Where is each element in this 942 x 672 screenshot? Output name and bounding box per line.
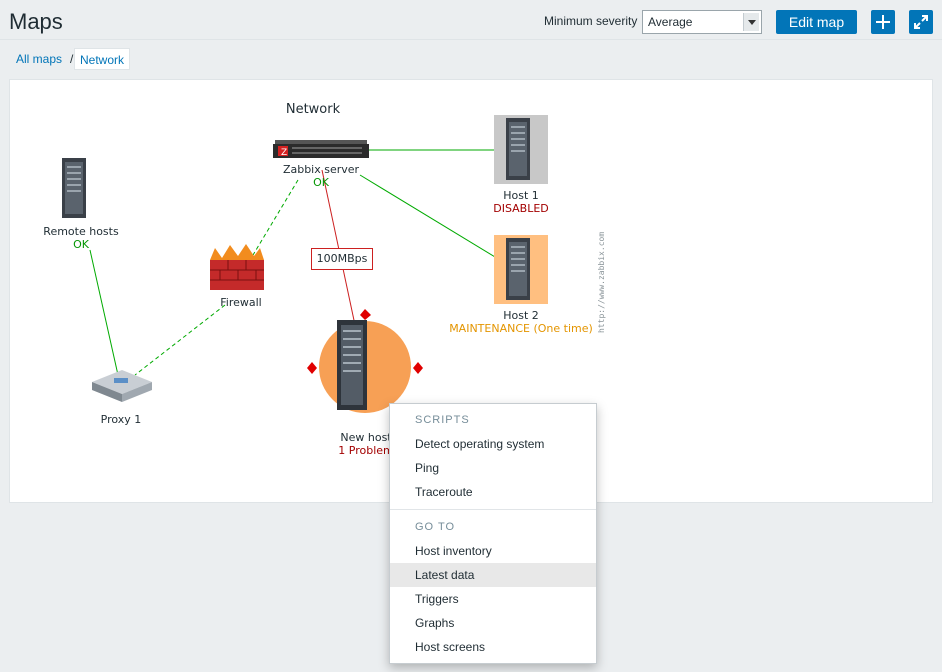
proxy-switch-icon xyxy=(92,370,152,402)
fullscreen-button[interactable] xyxy=(909,10,933,34)
page-header: Maps Minimum severity Average Edit map xyxy=(0,0,942,40)
new-host-status: 1 Problem xyxy=(338,444,394,457)
firewall-icon xyxy=(210,244,264,290)
zabbix-server-label[interactable]: Zabbix server xyxy=(282,163,360,176)
map-watermark: http://www.zabbix.com xyxy=(597,231,606,333)
problem-marker-right xyxy=(413,362,423,374)
server-rack-icon: Z xyxy=(273,140,369,158)
add-map-button[interactable] xyxy=(871,10,895,34)
menu-item-host-inventory[interactable]: Host inventory xyxy=(415,544,492,558)
problem-marker-top xyxy=(360,309,371,320)
min-severity-value: Average xyxy=(648,15,693,29)
breadcrumb-separator: / xyxy=(70,52,74,66)
link-firewall-proxy xyxy=(134,304,226,376)
page-title: Maps xyxy=(9,9,63,34)
host2-server-icon xyxy=(506,238,530,300)
chevron-down-icon xyxy=(743,13,759,31)
menu-item-host-screens[interactable]: Host screens xyxy=(415,640,486,654)
edit-map-button[interactable]: Edit map xyxy=(776,10,857,34)
menu-goto-header: GO TO xyxy=(415,521,456,533)
menu-item-graphs[interactable]: Graphs xyxy=(415,616,455,630)
new-host-server-icon xyxy=(337,320,367,410)
server-tower-icon xyxy=(62,158,86,218)
menu-item-latest-data[interactable]: Latest data xyxy=(390,563,596,587)
host1-label[interactable]: Host 1 xyxy=(503,189,539,202)
problem-marker-left xyxy=(307,362,317,374)
menu-scripts-header: SCRIPTS xyxy=(415,414,470,426)
new-host-label[interactable]: New host xyxy=(340,431,392,444)
min-severity-label: Minimum severity xyxy=(544,14,638,28)
fullscreen-icon xyxy=(914,15,928,29)
plus-icon xyxy=(876,15,890,29)
menu-item-ping[interactable]: Ping xyxy=(415,461,440,475)
zabbix-server-status: OK xyxy=(313,176,329,189)
context-menu: SCRIPTS Detect operating system Ping Tra… xyxy=(389,403,597,664)
svg-text:Z: Z xyxy=(281,148,287,158)
remote-hosts-label[interactable]: Remote hosts xyxy=(43,225,119,238)
map-title: Network xyxy=(285,102,341,117)
link-server-firewall xyxy=(249,179,299,261)
link-remote-proxy xyxy=(89,249,119,376)
firewall-label[interactable]: Firewall xyxy=(220,296,262,309)
breadcrumb-network[interactable]: Network xyxy=(74,48,131,70)
menu-divider xyxy=(390,509,596,510)
link-label: 100MBps xyxy=(311,248,373,270)
min-severity-select[interactable]: Average xyxy=(642,10,762,34)
host2-label[interactable]: Host 2 xyxy=(503,309,539,322)
menu-item-triggers[interactable]: Triggers xyxy=(415,592,459,606)
link-server-host2 xyxy=(359,174,501,261)
map-graphics: Z xyxy=(62,115,548,413)
menu-item-traceroute[interactable]: Traceroute xyxy=(415,485,473,499)
remote-hosts-status: OK xyxy=(73,238,89,251)
host1-server-icon xyxy=(506,118,530,180)
proxy1-label[interactable]: Proxy 1 xyxy=(100,413,142,426)
menu-item-detect-os[interactable]: Detect operating system xyxy=(415,437,545,451)
link-server-newhost xyxy=(321,169,356,326)
breadcrumb-all-maps[interactable]: All maps xyxy=(16,52,63,66)
host1-status: DISABLED xyxy=(493,202,549,215)
host2-status: MAINTENANCE (One time) xyxy=(449,322,593,335)
